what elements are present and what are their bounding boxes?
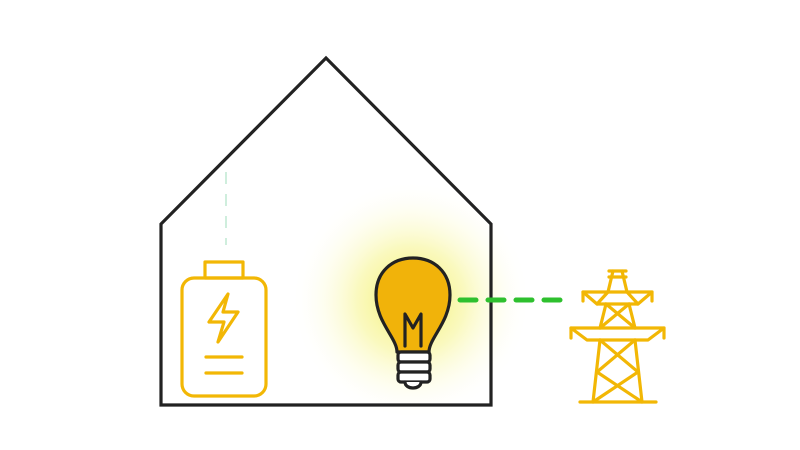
house-outline-icon <box>159 55 493 407</box>
battery-charging-icon <box>180 260 268 398</box>
light-bulb-icon <box>374 256 452 390</box>
power-pylon-icon <box>569 269 666 404</box>
